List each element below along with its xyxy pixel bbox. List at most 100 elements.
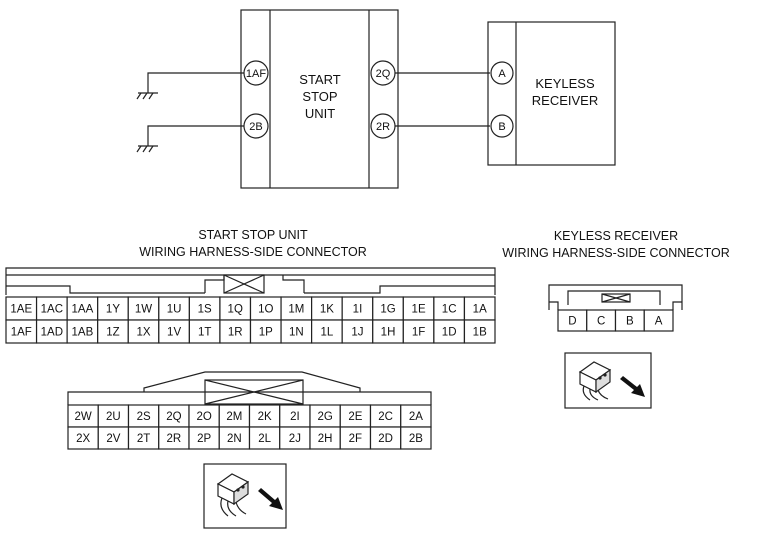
pin-label: 2J (289, 433, 301, 445)
pin-1u: 1U (158, 296, 190, 321)
receiver-connector-outline (548, 284, 683, 310)
pin-2h: 2H (309, 426, 341, 450)
pin-label: 1V (167, 327, 181, 339)
pin-2o: 2O (188, 404, 220, 428)
pin-label: 2I (290, 411, 300, 423)
pin-1z: 1Z (97, 319, 129, 344)
terminal-2b: 2B (243, 113, 269, 139)
pin-2r: 2R (158, 426, 190, 450)
pin-1c: 1C (433, 296, 466, 321)
pin-1ae: 1AE (5, 296, 38, 321)
pin-2w: 2W (67, 404, 99, 428)
pin-1f: 1F (402, 319, 435, 344)
pin-label: 1B (473, 327, 487, 339)
pin-a: A (643, 309, 674, 332)
pin-label: 1L (321, 327, 334, 339)
pin-label: 1J (351, 327, 363, 339)
pin-label: C (597, 316, 605, 328)
pin-label: 2P (197, 433, 211, 445)
pin-label: 2M (226, 411, 242, 423)
pin-label: 2S (137, 411, 151, 423)
terminal-2q: 2Q (370, 60, 396, 86)
pin-label: 1N (289, 327, 304, 339)
unit-connector-block1-outline (5, 267, 496, 295)
pin-1p: 1P (249, 319, 282, 344)
pin-2m: 2M (218, 404, 251, 428)
pin-1l: 1L (311, 319, 343, 344)
pin-1m: 1M (280, 296, 313, 321)
receiver-connector-title-line2: WIRING HARNESS-SIDE CONNECTOR (502, 246, 730, 260)
pin-1x: 1X (127, 319, 160, 344)
receiver-label-line2: RECEIVER (532, 93, 598, 108)
pin-label: 1H (381, 327, 396, 339)
pin-2l: 2L (248, 426, 281, 450)
pin-label: 2K (258, 411, 272, 423)
svg-text:A: A (498, 68, 506, 80)
unit-label-line2: STOP (302, 89, 337, 104)
pin-2c: 2C (369, 404, 402, 428)
pin-label: 2X (76, 433, 90, 445)
pin-2n: 2N (218, 426, 251, 450)
pin-label: 1F (412, 327, 425, 339)
wires (147, 72, 490, 146)
pin-label: 2F (349, 433, 362, 445)
pin-label: 1M (288, 304, 304, 316)
pin-label: 1O (258, 304, 273, 316)
connector-view-icon (203, 463, 287, 529)
pin-2e: 2E (339, 404, 372, 428)
svg-text:B: B (498, 121, 505, 133)
pin-label: 1AC (41, 304, 63, 316)
pin-1ad: 1AD (35, 319, 68, 344)
pin-label: 1E (412, 304, 426, 316)
pin-label: 1AE (10, 304, 32, 316)
pin-2a: 2A (400, 404, 432, 428)
ground-symbol (136, 145, 158, 153)
pin-label: D (568, 316, 576, 328)
pin-label: 2C (378, 411, 393, 423)
pin-2q: 2Q (158, 404, 190, 428)
svg-text:2Q: 2Q (376, 68, 391, 80)
pin-1o: 1O (249, 296, 282, 321)
pin-1aa: 1AA (66, 296, 99, 321)
pin-c: C (586, 309, 617, 332)
pin-label: 2N (227, 433, 242, 445)
pin-label: 1W (135, 304, 152, 316)
pin-2s: 2S (127, 404, 160, 428)
pin-label: 1AF (11, 327, 32, 339)
pin-label: A (655, 316, 663, 328)
pin-2t: 2T (127, 426, 160, 450)
pin-label: B (626, 316, 634, 328)
pin-1r: 1R (219, 319, 252, 344)
pin-1j: 1J (341, 319, 374, 344)
pin-2j: 2J (279, 426, 311, 450)
start-stop-unit-block: START STOP UNIT (240, 9, 399, 189)
pin-label: 2A (409, 411, 423, 423)
unit-label-line3: UNIT (305, 106, 335, 121)
pin-2x: 2X (67, 426, 99, 450)
pin-label: 1A (473, 304, 487, 316)
pin-2p: 2P (188, 426, 220, 450)
pin-1b: 1B (463, 319, 496, 344)
unit-connector-block2-outline (67, 371, 432, 405)
pin-label: 2H (318, 433, 333, 445)
terminal-a: A (490, 61, 514, 85)
pin-2k: 2K (248, 404, 281, 428)
pin-label: 1Q (228, 304, 243, 316)
pin-label: 1AD (41, 327, 63, 339)
pin-label: 1I (353, 304, 363, 316)
svg-text:2R: 2R (376, 121, 390, 133)
pin-1g: 1G (372, 296, 404, 321)
pin-1q: 1Q (219, 296, 252, 321)
pin-label: 1AB (72, 327, 94, 339)
unit-connector-title-line2: WIRING HARNESS-SIDE CONNECTOR (139, 245, 367, 259)
pin-1y: 1Y (97, 296, 129, 321)
pin-1t: 1T (188, 319, 221, 344)
pin-label: 1R (228, 327, 243, 339)
pin-1af: 1AF (5, 319, 38, 344)
pin-1d: 1D (433, 319, 466, 344)
pin-label: 2D (378, 433, 393, 445)
